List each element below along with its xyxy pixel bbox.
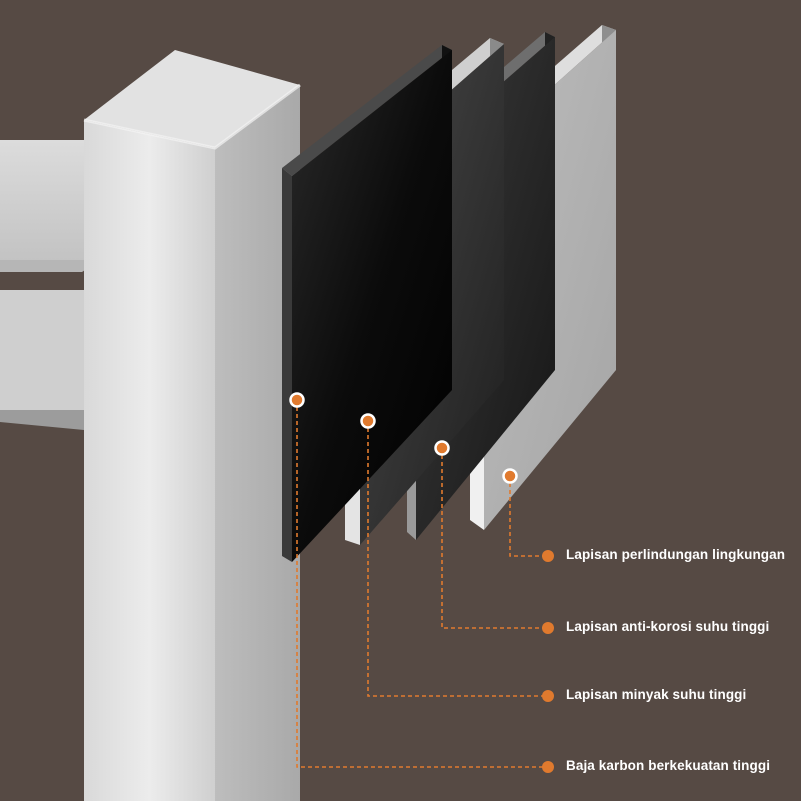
- label-bullet-oil: [542, 690, 554, 702]
- rack-lower-bar: [0, 290, 84, 430]
- marker-dot-anti-corrosion: [434, 440, 450, 456]
- label-bullet-anti-corrosion: [542, 622, 554, 634]
- marker-dot-environmental: [502, 468, 518, 484]
- marker-dot-carbon-steel: [289, 392, 305, 408]
- label-bullet-environmental: [542, 550, 554, 562]
- leader-line-environmental: [509, 476, 548, 557]
- layer-label-anti-corrosion: Lapisan anti-korosi suhu tinggi: [566, 619, 770, 634]
- layer-panel-carbon-steel: [282, 45, 452, 562]
- marker-dot-oil: [360, 413, 376, 429]
- rack-vertical-post: [83, 50, 301, 801]
- label-bullet-carbon-steel: [542, 761, 554, 773]
- layer-label-carbon-steel: Baja karbon berkekuatan tinggi: [566, 758, 771, 773]
- layer-label-oil: Lapisan minyak suhu tinggi: [566, 687, 747, 702]
- leader-line-oil: [367, 421, 548, 697]
- rack-crossbar: [0, 140, 100, 272]
- layer-label-environmental: Lapisan perlindungan lingkungan: [566, 547, 786, 562]
- leader-line-anti-corrosion: [441, 448, 548, 629]
- leader-line-carbon-steel: [296, 400, 548, 768]
